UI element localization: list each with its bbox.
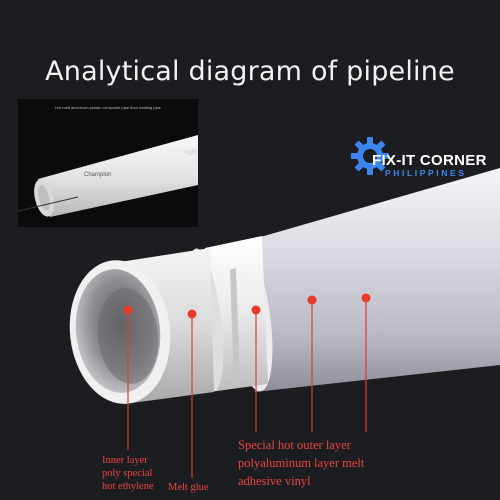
label-outer-line1: Special hot outer layer (238, 438, 351, 452)
inset-corner-word: right (184, 149, 198, 156)
inset-pipe-illustration (18, 135, 198, 217)
melt-glue-marker (187, 309, 197, 319)
product-inset-image: Hot melt aluminum-plastic composite pipe… (18, 99, 198, 227)
label-inner-layer-line3: hot ethylene (102, 481, 154, 492)
logo-subtitle: PHILIPPINES (385, 168, 467, 178)
inset-marking: Champion (84, 172, 112, 178)
inset-brand: RPAPS (128, 155, 164, 169)
aluminum-layer-marker (251, 305, 261, 315)
gear-icon (351, 137, 389, 175)
outer-layer (250, 168, 500, 392)
adhesive-layer-marker (307, 295, 317, 305)
diagram-title: Analytical diagram of pipeline (45, 56, 455, 87)
label-outer-layers: Special hot outer layer polyaluminum lay… (238, 436, 364, 490)
inner-layer-marker (123, 305, 133, 315)
label-inner-layer-line1: Inner layer (102, 455, 148, 466)
label-outer-line3: adhesive vinyl (238, 474, 311, 488)
brand-logo: FIX-IT CORNER PHILIPPINES (350, 132, 500, 194)
outer-layer-marker (361, 293, 371, 303)
inset-caption: Hot melt aluminum-plastic composite pipe… (55, 105, 161, 110)
label-outer-line2: polyaluminum layer melt (238, 456, 365, 470)
logo-name: FIX-IT CORNER (372, 152, 487, 169)
label-melt-glue: Melt glue (168, 482, 209, 493)
label-inner-layer-line2: poly special (102, 468, 153, 479)
label-inner-layer: Inner layer poly special hot ethylene (102, 454, 154, 493)
